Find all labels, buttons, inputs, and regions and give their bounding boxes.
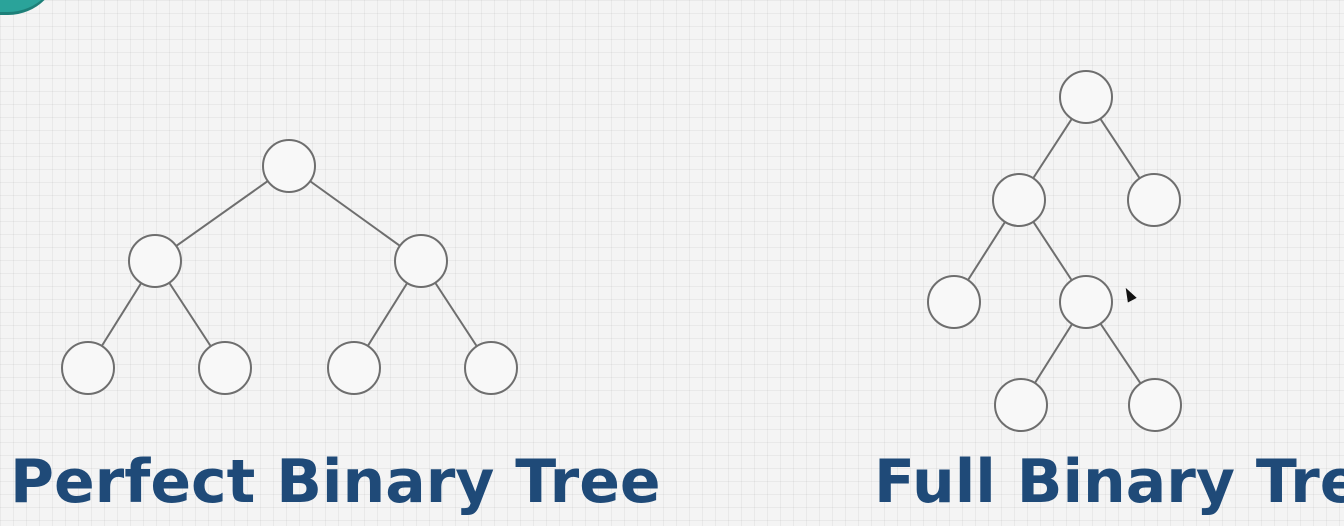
tree-node bbox=[128, 234, 182, 288]
caption-perfect-binary-tree: Perfect Binary Tree bbox=[10, 447, 661, 517]
tree-node-root bbox=[262, 139, 316, 193]
edge bbox=[154, 165, 290, 262]
perfect-binary-tree bbox=[61, 139, 518, 395]
tree-node-leaf bbox=[327, 341, 381, 395]
tree-node-leaf bbox=[61, 341, 115, 395]
tree-node-root bbox=[1059, 70, 1113, 124]
full-binary-tree bbox=[927, 70, 1182, 432]
tree-node-leaf bbox=[1127, 173, 1181, 227]
tree-node bbox=[394, 234, 448, 288]
tree-node-leaf bbox=[994, 378, 1048, 432]
tree-node-leaf bbox=[198, 341, 252, 395]
tree-node bbox=[992, 173, 1046, 227]
tree-node-leaf bbox=[927, 275, 981, 329]
tree-node-leaf bbox=[1128, 378, 1182, 432]
edge bbox=[288, 165, 422, 262]
caption-full-binary-tree: Full Binary Tree bbox=[874, 447, 1344, 517]
tree-node-leaf bbox=[464, 341, 518, 395]
tree-node bbox=[1059, 275, 1113, 329]
